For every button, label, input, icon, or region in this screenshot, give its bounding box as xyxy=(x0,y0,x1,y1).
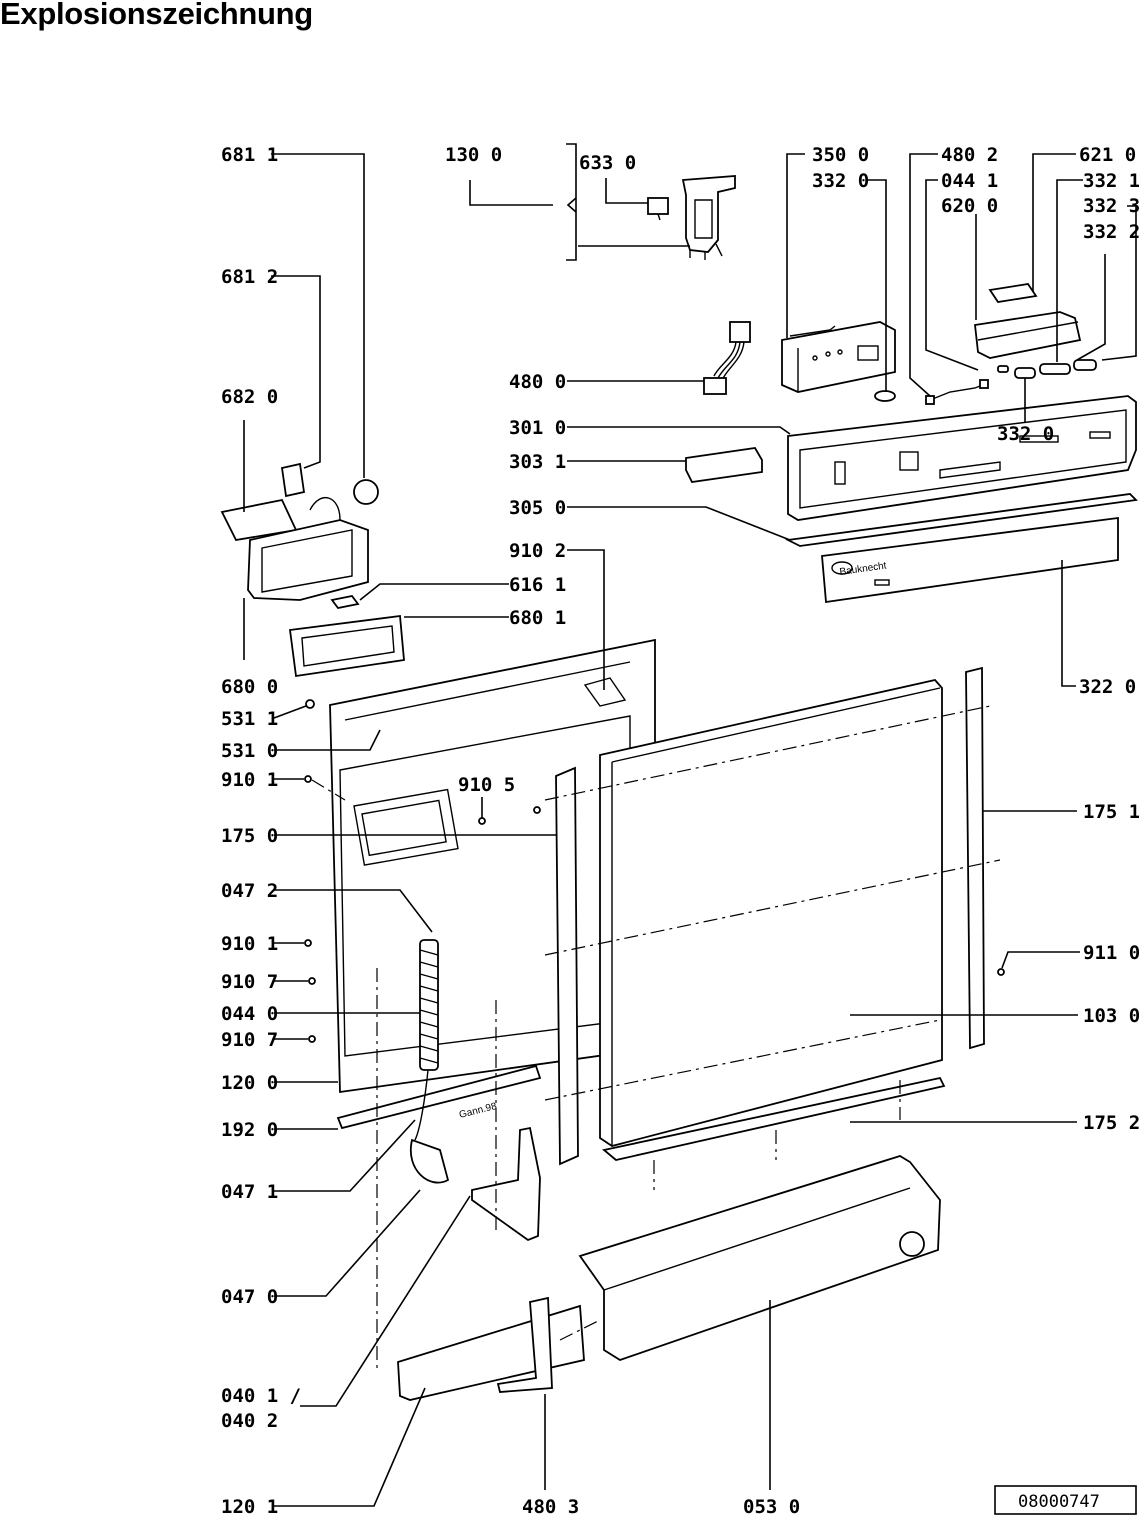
label-350-0: 350 0 xyxy=(812,144,869,166)
part-clip-480-3 xyxy=(496,1296,553,1393)
label-047-1: 047 1 xyxy=(221,1181,278,1203)
part-spring xyxy=(409,939,450,1184)
label-620-0: 620 0 xyxy=(941,195,998,217)
part-616-1 xyxy=(330,595,360,609)
label-303-1: 303 1 xyxy=(509,451,566,473)
part-buttons-332 xyxy=(997,359,1097,379)
part-switch-module xyxy=(974,283,1082,359)
label-910-1-b: 910 1 xyxy=(221,933,278,955)
label-531-0: 531 0 xyxy=(221,740,278,762)
label-047-0: 047 0 xyxy=(221,1286,278,1308)
label-621-0: 621 0 xyxy=(1079,144,1136,166)
label-480-0: 480 0 xyxy=(509,371,566,393)
part-bracket-120-1 xyxy=(397,1304,585,1401)
label-044-1: 044 1 xyxy=(941,170,998,192)
part-dispenser xyxy=(220,462,379,601)
label-480-2: 480 2 xyxy=(941,144,998,166)
part-kick-plate xyxy=(578,1155,941,1361)
part-control-panel-housing xyxy=(787,395,1137,521)
part-cover-303-1 xyxy=(685,447,763,483)
label-682-0: 682 0 xyxy=(221,386,278,408)
part-strip-192-0 xyxy=(336,1064,542,1130)
label-120-0: 120 0 xyxy=(221,1072,278,1094)
part-wiring-harness xyxy=(703,321,751,395)
part-harness-480-2 xyxy=(929,383,986,401)
label-910-5: 910 5 xyxy=(458,774,515,796)
part-hinge-040 xyxy=(471,1126,541,1242)
label-322-0: 322 0 xyxy=(1079,676,1136,698)
leader-lines xyxy=(243,143,1137,1507)
label-633-0: 633 0 xyxy=(579,152,636,174)
label-192-0: 192 0 xyxy=(221,1119,278,1141)
part-labels: 681 1 130 0 633 0 350 0 332 0 480 2 044 … xyxy=(221,144,1139,1516)
label-910-1-a: 910 1 xyxy=(221,769,278,791)
label-616-1: 616 1 xyxy=(509,574,566,596)
label-053-0: 053 0 xyxy=(743,1496,800,1516)
drawing-number: 08000747 xyxy=(1018,1492,1100,1512)
part-strip-305-0 xyxy=(784,493,1138,547)
part-control-board xyxy=(781,321,896,393)
page-title: Explosionszeichnung xyxy=(0,0,313,31)
part-side-strip-175-1 xyxy=(965,666,985,1050)
label-044-0: 044 0 xyxy=(221,1003,278,1025)
label-175-0: 175 0 xyxy=(221,825,278,847)
label-680-1: 680 1 xyxy=(509,607,566,629)
center-lines xyxy=(311,705,1001,1372)
label-332-0-b: 332 0 xyxy=(997,423,1054,445)
label-305-0: 305 0 xyxy=(509,497,566,519)
part-bottom-strip-175-2 xyxy=(602,1076,946,1161)
part-outer-door xyxy=(599,679,943,1147)
label-120-1: 120 1 xyxy=(221,1496,278,1516)
label-480-3: 480 3 xyxy=(522,1496,579,1516)
label-680-0: 680 0 xyxy=(221,676,278,698)
fasteners xyxy=(304,699,1005,1043)
label-175-2: 175 2 xyxy=(1083,1112,1139,1134)
label-911-0: 911 0 xyxy=(1083,942,1139,964)
part-side-strip-175-0 xyxy=(555,766,579,1166)
label-910-2: 910 2 xyxy=(509,540,566,562)
label-531-1: 531 1 xyxy=(221,708,278,730)
label-040-2: 040 2 xyxy=(221,1410,278,1432)
label-910-7-a: 910 7 xyxy=(221,971,278,993)
part-hinge-bracket xyxy=(647,175,736,260)
label-175-1: 175 1 xyxy=(1083,801,1139,823)
label-130-0: 130 0 xyxy=(445,144,502,166)
label-332-0-a: 332 0 xyxy=(812,170,869,192)
label-047-2: 047 2 xyxy=(221,880,278,902)
label-332-1: 332 1 xyxy=(1083,170,1139,192)
label-910-7-b: 910 7 xyxy=(221,1029,278,1051)
label-332-2: 332 2 xyxy=(1083,221,1139,243)
drawing-number-box: 08000747 xyxy=(994,1485,1137,1515)
label-332-3: 332 3 xyxy=(1083,195,1139,217)
label-681-2: 681 2 xyxy=(221,266,278,288)
label-040-1: 040 1 / xyxy=(221,1385,301,1407)
part-gasket-680-1 xyxy=(288,614,405,678)
stamp-text: Gann.98 xyxy=(458,1101,498,1121)
label-301-0: 301 0 xyxy=(509,417,566,439)
label-681-1: 681 1 xyxy=(221,144,278,166)
part-button-332-0 xyxy=(874,390,896,402)
label-103-0: 103 0 xyxy=(1083,1005,1139,1027)
part-front-fascia: Bauknecht xyxy=(821,516,1119,604)
